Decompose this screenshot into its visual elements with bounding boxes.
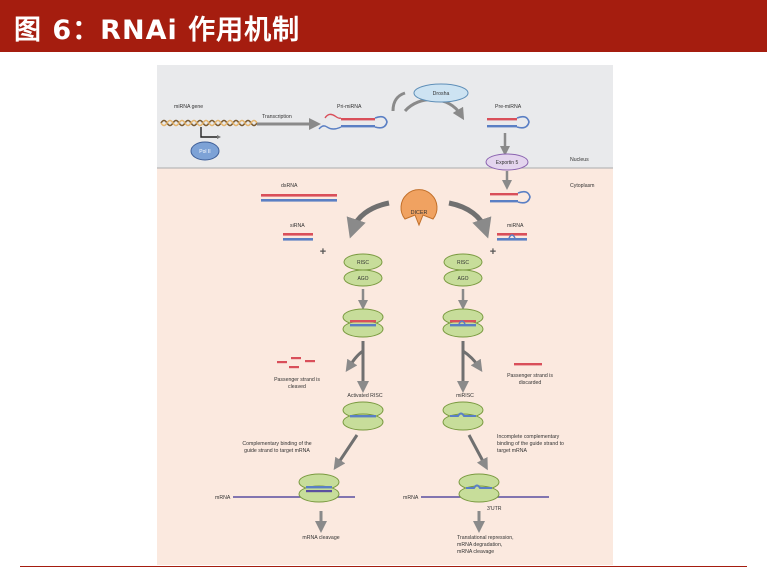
pri-mirna-tail-right bbox=[318, 125, 342, 130]
passenger-discarded-line1: Passenger strand is bbox=[507, 373, 553, 379]
mirna-strand-bottom bbox=[497, 238, 527, 241]
sirna-strand-top bbox=[283, 233, 313, 236]
cytoplasm-label: Cytoplasm bbox=[570, 183, 595, 189]
mrna-cleavage-outcome: mRNA cleavage bbox=[302, 535, 339, 541]
utr-label: 3'UTR bbox=[487, 506, 502, 512]
promoter-arrow bbox=[200, 127, 222, 140]
activated-risc-label: Activated RISC bbox=[347, 393, 382, 399]
cyto-pre-mirna-stem-bottom bbox=[490, 200, 518, 203]
loaded-risc-left-duplex-top bbox=[350, 320, 376, 323]
drosha-from-pri-arrow bbox=[391, 91, 406, 112]
target-mirisc-right-bottom bbox=[458, 485, 500, 503]
mirisc-right-bottom bbox=[442, 413, 484, 431]
loaded-risc-left-duplex-bottom bbox=[350, 324, 376, 327]
pri-mirna-label: Pri-miRNA bbox=[337, 104, 362, 110]
right-split-arrow bbox=[462, 349, 483, 372]
incomp-binding-line3: target mRNA bbox=[497, 448, 528, 454]
activated-risc-left-guide bbox=[350, 415, 376, 418]
nucleus-label: Nucleus bbox=[570, 157, 589, 163]
ago-left bbox=[343, 269, 383, 287]
drosha-label: Drosha bbox=[433, 91, 450, 97]
figure-title: 图 6：RNAi 作用机制 bbox=[14, 15, 301, 46]
right-binding-arrow bbox=[467, 434, 488, 471]
mrna-left-label: mRNA bbox=[215, 495, 231, 501]
cyto-pre-mirna-loop bbox=[517, 190, 531, 204]
ago-left-label: AGO bbox=[357, 276, 368, 282]
ago-right bbox=[443, 269, 483, 287]
pri-mirna-loop bbox=[374, 115, 388, 129]
dicer-right-arrow bbox=[448, 200, 492, 239]
dsrna-label: dsRNA bbox=[281, 183, 298, 189]
dsrna-strand-bottom bbox=[261, 199, 337, 202]
pol-ii-enzyme bbox=[190, 141, 220, 161]
header-bar: 图 6：RNAi 作用机制 bbox=[0, 0, 767, 52]
passenger-cleaved-line2: cleaved bbox=[288, 384, 306, 390]
comp-binding-line2: guide strand to target mRNA bbox=[244, 448, 310, 454]
comp-binding-line1: Complementary binding of the bbox=[242, 441, 311, 447]
pri-mirna-tail-left bbox=[324, 113, 342, 119]
pol-ii-label: Pol II bbox=[199, 149, 210, 155]
mirisc-right-guide bbox=[450, 412, 476, 417]
plus-left: + bbox=[320, 246, 326, 258]
mirna-gene-dna-strand-2 bbox=[160, 119, 258, 127]
target-left-guide bbox=[306, 486, 332, 489]
mirisc-label: miRISC bbox=[456, 393, 474, 399]
drosha-enzyme bbox=[413, 83, 469, 103]
plus-right: + bbox=[490, 246, 496, 258]
loaded-risc-right-bottom bbox=[442, 320, 484, 338]
rnai-mechanism-diagram: miRNA gene Pol II Transcription Pri-miRN… bbox=[157, 65, 613, 565]
target-right-guide bbox=[466, 484, 492, 489]
dicer-enzyme bbox=[400, 189, 438, 227]
risc-right-label: RISC bbox=[457, 260, 469, 266]
target-left-mrna bbox=[306, 490, 332, 493]
pre-mirna-stem-bottom bbox=[487, 125, 517, 128]
mrna-right-label: mRNA bbox=[403, 495, 419, 501]
outcome-line3: mRNA cleavage bbox=[457, 549, 494, 555]
cytoplasm-region bbox=[157, 168, 613, 565]
cyto-pre-mirna-stem-top bbox=[490, 193, 518, 196]
nucleus-region bbox=[157, 65, 613, 168]
sirna-strand-bottom bbox=[283, 238, 313, 241]
pri-mirna-stem-bottom bbox=[341, 125, 375, 128]
risc-left-label: RISC bbox=[357, 260, 369, 266]
dsrna-strand-top bbox=[261, 194, 337, 197]
pri-mirna-stem-top bbox=[341, 118, 375, 121]
transcription-label: Transcription bbox=[262, 114, 292, 120]
passenger-cleaved-line1: Passenger strand is bbox=[274, 377, 320, 383]
ago-right-label: AGO bbox=[457, 276, 468, 282]
dicer-label: DICER bbox=[411, 210, 428, 216]
loaded-risc-right-bulge bbox=[458, 320, 466, 325]
activated-risc-left-bottom bbox=[342, 413, 384, 431]
pre-mirna-label: Pre-miRNA bbox=[495, 104, 522, 110]
loaded-risc-left-bottom bbox=[342, 320, 384, 338]
pre-mirna-stem-top bbox=[487, 118, 517, 121]
bottom-rule bbox=[20, 566, 747, 567]
sirna-label: siRNA bbox=[290, 223, 305, 229]
mirna-gene-label: miRNA gene bbox=[174, 104, 203, 110]
mirna-strand-bulge bbox=[508, 234, 516, 239]
incomp-binding-line2: binding of the guide strand to bbox=[497, 441, 564, 447]
loaded-risc-right-duplex-bottom bbox=[450, 324, 476, 327]
outcome-line1: Translational repression, bbox=[457, 535, 514, 541]
left-binding-arrow bbox=[333, 434, 359, 470]
outcome-line2: mRNA degradation, bbox=[457, 542, 502, 548]
passenger-discarded-line2: discarded bbox=[519, 380, 542, 386]
mirna-label: miRNA bbox=[507, 223, 524, 229]
incomp-binding-line1: Incomplete complementary bbox=[497, 434, 560, 440]
exportin-5 bbox=[485, 153, 529, 171]
pre-mirna-loop bbox=[516, 115, 530, 129]
dicer-left-arrow bbox=[346, 200, 390, 239]
cleaved-passenger-fragments bbox=[277, 357, 315, 369]
discarded-passenger-strand bbox=[514, 363, 542, 366]
exportin-label: Exportin 5 bbox=[496, 160, 519, 166]
